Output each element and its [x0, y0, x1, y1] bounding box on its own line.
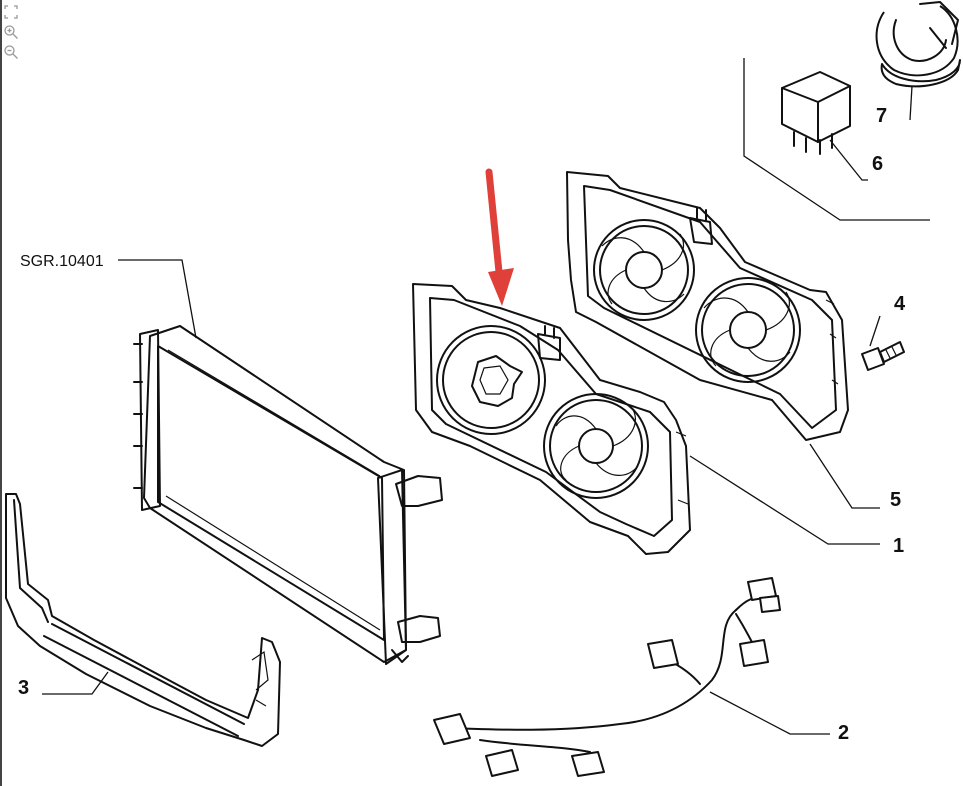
clip-ring[interactable] — [875, 1, 961, 88]
viewer-border — [0, 0, 2, 786]
callout-3: 3 — [18, 677, 29, 699]
zoom-in-icon[interactable] — [3, 24, 19, 40]
lower-bracket[interactable] — [5, 493, 281, 747]
callout-7: 7 — [876, 105, 887, 127]
callout-5: 5 — [890, 489, 901, 511]
wiring-harness[interactable] — [433, 577, 781, 777]
callout-2: 2 — [838, 722, 849, 744]
callout-1: 1 — [893, 535, 904, 557]
leader-lines — [42, 58, 930, 735]
highlight-arrow — [485, 168, 514, 306]
bolt[interactable] — [861, 341, 905, 371]
rear-fan-shroud[interactable] — [566, 171, 849, 441]
relay[interactable] — [781, 71, 851, 155]
reference-label: SGR.10401 — [20, 253, 104, 270]
viewer-toolbar — [3, 4, 23, 64]
front-fan-shroud[interactable] — [412, 283, 691, 555]
radiator[interactable] — [133, 325, 443, 665]
callout-6: 6 — [872, 153, 883, 175]
zoom-out-icon[interactable] — [3, 44, 19, 60]
callout-4: 4 — [894, 293, 906, 315]
fit-page-icon[interactable] — [3, 4, 19, 20]
